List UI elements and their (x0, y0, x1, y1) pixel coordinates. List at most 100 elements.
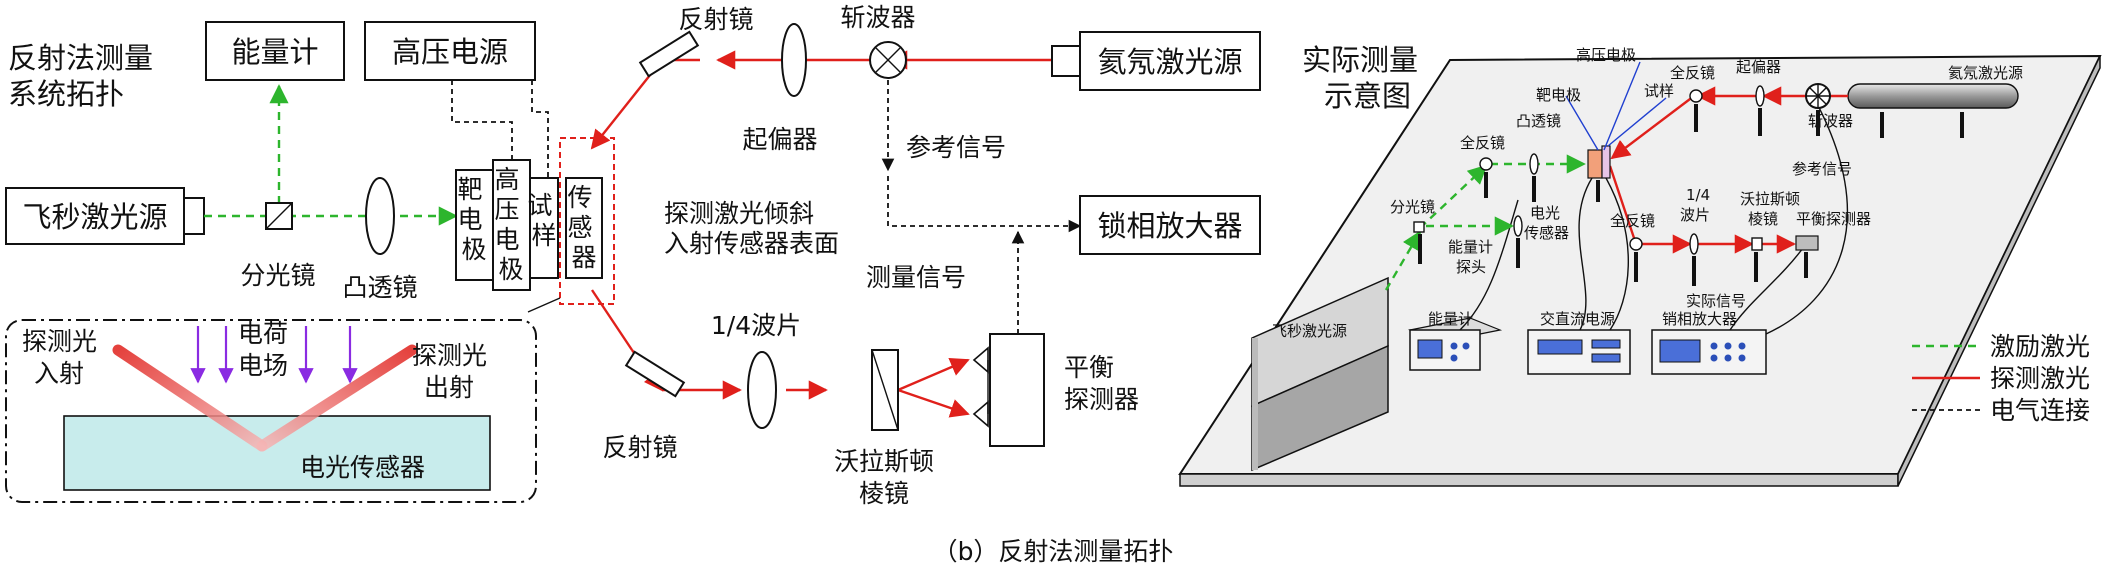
hv-wire-1 (451, 80, 513, 160)
balanced-detector-box (989, 333, 1045, 447)
mirror-bottom-icon (624, 350, 686, 398)
photodiode-top-icon (972, 346, 989, 374)
inset-eo-sensor-block (63, 415, 491, 491)
quarter-wave-label: 1/4波片 (711, 311, 801, 340)
r-eo-sensor-line1: 电光 (1530, 204, 1560, 222)
mirror-top-icon (638, 30, 700, 78)
r-cable-5 (1765, 97, 1849, 335)
target-electrode-label: 靶 电 极 (458, 175, 491, 264)
chopper-x2 (875, 47, 901, 73)
r-quarter-wave-line2: 波片 (1680, 206, 1710, 224)
target-electrode-box (455, 169, 494, 281)
hv-electrode-char3: 电 (495, 225, 520, 254)
r-beam-splitter-icon (1413, 221, 1425, 233)
ref-signal-label: 参考信号 (906, 133, 1006, 162)
r-wollaston-icon (1751, 237, 1763, 251)
r-quarter-wave-line1: 1/4 (1686, 186, 1710, 204)
inset-field-line1: 电荷 (238, 319, 288, 348)
r-lockin-unit (1651, 329, 1767, 375)
quarter-wave-icon (747, 351, 777, 429)
probe-beam-from-sensor (591, 289, 633, 351)
r-cable-1 (1578, 177, 1593, 331)
photodiode-bottom-icon (972, 400, 989, 428)
r-energy-probe-icon (1513, 215, 1523, 237)
r-target-electrode-label: 靶电极 (1536, 86, 1581, 104)
r-polarizer-icon (1755, 85, 1765, 107)
inset-probe-out-line1: 探测光 (412, 341, 487, 370)
r-hene-tube (1847, 83, 2019, 109)
hene-laser-aperture (1051, 45, 1081, 77)
inset-probe-in-line1: 探测光 (22, 327, 97, 356)
r-acdc-supply-unit (1527, 329, 1631, 375)
probe-beam-split-up (897, 357, 970, 392)
fs-laser-box (5, 187, 185, 245)
r-energy-meter-unit (1407, 317, 1503, 371)
oblique-label-line1: 探测激光倾斜 (664, 199, 814, 228)
fs-laser-label: 飞秒激光源 (22, 200, 167, 234)
hv-supply-box (364, 21, 536, 81)
sensor-char1: 传 (568, 183, 593, 212)
r-excite-seg2 (1419, 164, 1488, 229)
sample-char2: 样 (531, 221, 556, 250)
hv-supply-label: 高压电源 (392, 35, 508, 69)
hene-laser-label: 氦氖激光源 (1097, 45, 1242, 79)
r-acdc-supply-label: 交直流电源 (1540, 310, 1615, 328)
rfs-laser-label: 飞秒激光源 (1272, 322, 1347, 340)
r-beam-splitter-label: 分光镜 (1390, 198, 1435, 216)
polarizer-icon (781, 23, 807, 97)
hv-electrode-label: 高 压 电 极 (495, 165, 528, 284)
r-lockin-label: 销相放大器 (1662, 310, 1737, 328)
hv-electrode-box (492, 159, 531, 291)
r-hv-electrode-block (1587, 149, 1603, 179)
oblique-label-line2: 入射传感器表面 (664, 229, 839, 258)
sensor-char2: 感 (568, 213, 593, 242)
beam-splitter-label: 分光镜 (240, 261, 315, 290)
r-energy-meter-label: 能量计 (1428, 310, 1473, 328)
lockin-box (1079, 195, 1261, 255)
balanced-label-line2: 探测器 (1064, 385, 1139, 414)
inset-probe-out-line2: 出射 (424, 373, 474, 402)
r-quarter-wave-icon (1689, 233, 1699, 255)
sensor-char3: 器 (571, 243, 596, 272)
balanced-label-line1: 平衡 (1064, 353, 1114, 382)
r-energy-probe-line2: 探头 (1456, 258, 1486, 276)
sensor-box (565, 177, 603, 279)
r-cable-2 (1605, 177, 1630, 331)
r-balanced-icon (1795, 235, 1819, 251)
inset-frame (5, 319, 537, 503)
inset-field-line2: 电场 (238, 351, 288, 380)
r-posts (1418, 104, 1964, 286)
r-probe-seg4 (1608, 165, 1638, 245)
mirror-top-label: 反射镜 (678, 5, 753, 34)
inset-probe-in-beam (112, 344, 268, 452)
r-probe-seg3 (1610, 95, 1695, 160)
target-electrode-char2: 电 (458, 205, 483, 234)
r-balanced-label: 平衡探测器 (1796, 210, 1871, 228)
inset-eo-sensor-label: 电光传感器 (300, 453, 425, 482)
meas-signal-label: 测量信号 (866, 263, 966, 292)
r-sample-label: 试样 (1644, 82, 1674, 100)
hv-electrode-char2: 压 (495, 195, 520, 224)
legend-probe-label: 探测激光 (1990, 364, 2090, 393)
mirror-bottom-label: 反射镜 (602, 433, 677, 462)
r-sample-block (1601, 145, 1611, 179)
polarizer-label: 起偏器 (742, 125, 817, 154)
hv-wire-2 (531, 80, 549, 178)
probe-beam-split-down (897, 388, 970, 418)
sample-box (529, 177, 559, 279)
figure-caption: （b）反射法测量拓扑 (933, 537, 1174, 566)
r-actual-signal-label: 实际信号 (1686, 292, 1746, 310)
sample-label: 试 样 (528, 191, 561, 250)
inset-probe-out-beam (256, 344, 418, 452)
legend-excite-label: 激励激光 (1990, 332, 2090, 361)
hv-electrode-char1: 高 (495, 165, 520, 194)
sample-char1: 试 (528, 191, 553, 220)
r-excite-seg1 (1384, 230, 1422, 291)
sensor-label: 传 感 器 (568, 183, 601, 272)
r-convex-lens-icon (1529, 153, 1539, 175)
r-full-mirror-left-label: 全反镜 (1460, 134, 1505, 152)
r-callout-hv (1603, 61, 1641, 151)
target-electrode-char1: 靶 (458, 175, 483, 204)
